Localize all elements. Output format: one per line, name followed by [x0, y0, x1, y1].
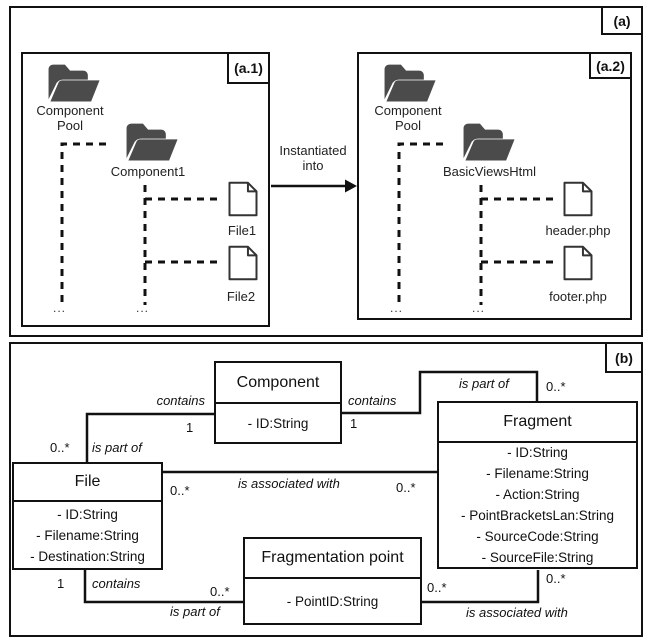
- class-component: Component - ID:String: [214, 361, 342, 444]
- relation-component-file-role-ispartof: is part of: [92, 440, 142, 455]
- relation-file-point-mult-many: 0..*: [210, 584, 230, 599]
- a1-root-folder-label-line1: Component: [36, 103, 104, 118]
- a1-file2-label: File2: [226, 289, 256, 304]
- a1-root-folder-label-line2: Pool: [56, 118, 84, 133]
- relation-file-fragment-mult-file: 0..*: [170, 483, 190, 498]
- a2-root-folder-label: Component Pool: [358, 103, 458, 133]
- class-attribute: - SourceCode:String: [476, 529, 599, 544]
- panel-a-tag-label: (a): [613, 12, 631, 29]
- instantiated-into-label-line2: into: [302, 158, 324, 173]
- a2-ellipsis-right: ...: [472, 301, 486, 315]
- class-fragment-attrs: - ID:String - Filename:String - Action:S…: [439, 443, 636, 567]
- class-file: File - ID:String - Filename:String - Des…: [12, 462, 163, 570]
- a1-file1-label: File1: [227, 223, 257, 238]
- panel-b-frame: [9, 342, 643, 637]
- a1-root-folder-label: Component Pool: [20, 103, 120, 133]
- class-fragmentation-point: Fragmentation point - PointID:String: [243, 537, 422, 625]
- class-attribute: - PointID:String: [286, 593, 379, 609]
- class-attribute: - Destination:String: [30, 548, 145, 564]
- class-attribute: - Action:String: [495, 487, 580, 502]
- subpanel-a1-frame: [21, 52, 270, 327]
- class-attribute: - SourceFile:String: [481, 550, 594, 565]
- class-fragment: Fragment - ID:String - Filename:String -…: [437, 401, 638, 569]
- panel-a-frame: [9, 6, 643, 337]
- relation-point-fragment-label: is associated with: [466, 605, 568, 620]
- relation-component-fragment-role-contains: contains: [348, 393, 397, 408]
- a2-file2-label: footer.php: [549, 289, 607, 304]
- instantiated-into-label: Instantiated into: [268, 143, 358, 173]
- panel-b-tag-label: (b): [615, 349, 633, 366]
- relation-component-file-role-contains: contains: [156, 393, 205, 408]
- class-fragmentation-point-title: Fragmentation point: [245, 539, 420, 579]
- relation-component-file-mult-many: 0..*: [50, 440, 70, 455]
- class-fragment-title: Fragment: [439, 403, 636, 443]
- relation-component-file-mult-1: 1: [186, 420, 194, 435]
- class-file-attrs: - ID:String - Filename:String - Destinat…: [14, 502, 161, 568]
- a2-ellipsis-left: ...: [390, 301, 404, 315]
- relation-component-fragment-mult-many: 0..*: [546, 379, 566, 394]
- class-attribute: - PointBracketsLan:String: [460, 508, 615, 523]
- subpanel-a2-tag: (a.2): [589, 52, 632, 79]
- subpanel-a2-frame: [357, 52, 632, 320]
- relation-file-point-role-ispartof: is part of: [170, 604, 220, 619]
- a2-root-folder-label-line1: Component: [374, 103, 442, 118]
- class-file-title: File: [14, 464, 161, 502]
- a1-ellipsis-right: ...: [136, 301, 150, 315]
- a2-root-folder-label-line2: Pool: [394, 118, 422, 133]
- class-attribute: - ID:String: [57, 506, 118, 522]
- instantiated-into-label-line1: Instantiated: [279, 143, 347, 158]
- class-attribute: - Filename:String: [486, 466, 589, 481]
- subpanel-a2-tag-label: (a.2): [596, 57, 625, 74]
- relation-file-point-role-contains: contains: [92, 576, 141, 591]
- class-attribute: - ID:String: [507, 445, 568, 460]
- relation-point-fragment-mult-fragment: 0..*: [546, 571, 566, 586]
- class-component-attrs: - ID:String: [216, 404, 340, 442]
- relation-component-fragment-role-ispartof: is part of: [459, 376, 509, 391]
- a1-ellipsis-left: ...: [53, 301, 67, 315]
- a2-sub-folder-label: BasicViewsHtml: [443, 164, 536, 179]
- relation-file-point-mult-1: 1: [57, 576, 65, 591]
- a1-sub-folder-label: Component1: [110, 164, 186, 179]
- class-attribute: - Filename:String: [36, 527, 139, 543]
- relation-file-fragment-mult-fragment: 0..*: [396, 480, 416, 495]
- subpanel-a1-tag: (a.1): [227, 52, 270, 84]
- subpanel-a1-tag-label: (a.1): [234, 60, 263, 76]
- relation-point-fragment-mult-point: 0..*: [427, 580, 447, 595]
- class-fragmentation-point-attrs: - PointID:String: [245, 579, 420, 623]
- panel-a-tag: (a): [601, 6, 643, 35]
- a2-file1-label: header.php: [545, 223, 611, 238]
- class-attribute: - ID:String: [247, 415, 309, 431]
- panel-b-tag: (b): [605, 342, 643, 373]
- class-component-title: Component: [216, 363, 340, 404]
- relation-component-fragment-mult-1: 1: [350, 416, 358, 431]
- relation-file-fragment-label: is associated with: [238, 476, 340, 491]
